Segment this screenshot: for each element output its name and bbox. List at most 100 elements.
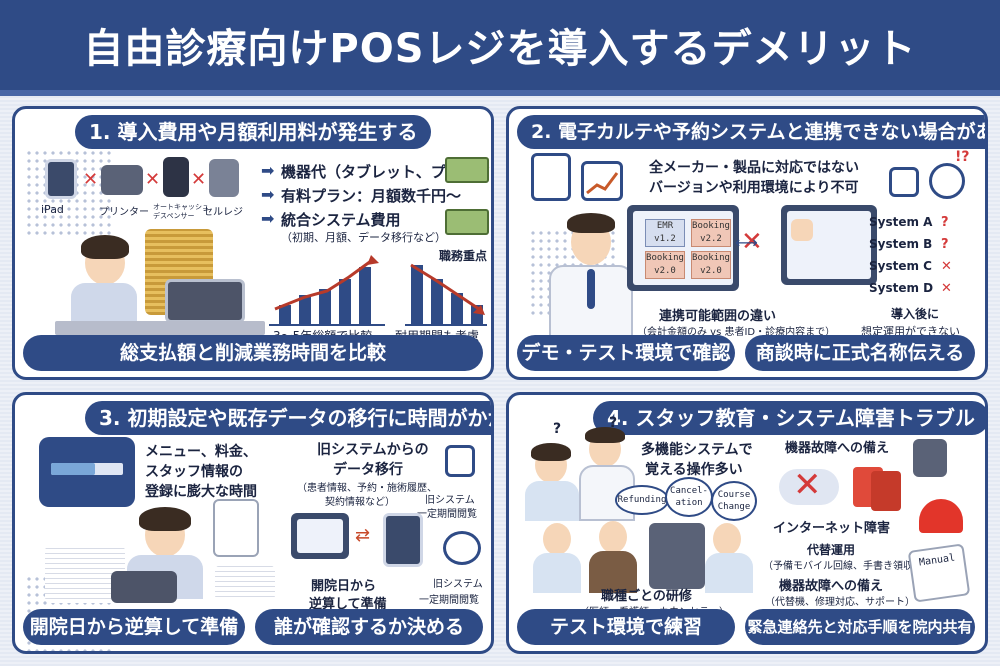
range-note: 連携可能範囲の違い: [659, 309, 777, 324]
device-label: セルレジ: [203, 207, 243, 218]
system-name: System B: [869, 237, 933, 251]
prepare-note: 開院日から: [311, 579, 377, 594]
person-hair: [139, 507, 191, 531]
device-label: iPad: [41, 203, 64, 216]
cost-item-detail: （初期、月額、データ移行など）: [281, 231, 446, 244]
hard-drive-icon: [913, 439, 947, 477]
after-note: 導入後に: [891, 307, 940, 321]
panel-heading: 2. 電子カルテや予約システムと連携できない場合がある: [517, 115, 985, 149]
panel-migration: 3. 初期設定や既存データの移行に時間がかかる メニュー、料金、 スタッフ情報の…: [12, 392, 494, 654]
system-mark: ?: [941, 215, 949, 230]
bubble-course-change: Course Change: [711, 481, 757, 521]
staff-head: [599, 521, 627, 553]
manual-icon: [907, 543, 971, 603]
failure-detail: （代替機、修理対応、サポート）: [765, 597, 915, 608]
staff-head: [543, 523, 571, 555]
patient-card-icon: [791, 219, 813, 241]
paper-stack: [215, 565, 275, 601]
system-name: System A: [869, 215, 933, 229]
system-mark: ✕: [941, 259, 952, 274]
system-mark: ?: [941, 237, 949, 252]
phone-icon: [871, 471, 901, 511]
system-name: System C: [869, 259, 932, 273]
footer-banner: 商談時に正式名称伝える: [745, 335, 975, 371]
arrow-right-icon: ➡: [261, 161, 275, 180]
money-icon: [445, 209, 489, 235]
nurse-hair: [531, 443, 571, 461]
ipad-icon: [45, 159, 77, 199]
person-hair: [81, 235, 129, 259]
system-tile: EMR v1.2: [645, 219, 685, 247]
archive-note: 一定期間閲覧: [419, 595, 479, 606]
emr-screen: [781, 205, 877, 285]
system-tile: Booking v2.0: [691, 251, 731, 279]
footer-banner: テスト環境で練習: [517, 609, 735, 645]
chart-note: 職務重点: [439, 249, 488, 263]
doctor-hair: [585, 427, 625, 443]
question-mark-icon: ?: [553, 421, 562, 437]
footer-banner: 緊急連絡先と対応手順を院内共有: [745, 609, 975, 645]
clipboard-icon: [531, 153, 571, 201]
progress-fill: [51, 463, 95, 475]
card-terminal-icon: [163, 157, 189, 197]
printer-icon: [101, 165, 143, 195]
arrow-right-icon: ➡: [261, 209, 275, 228]
disconnect-icon: ✕: [793, 465, 822, 505]
footer-banner: 開院日から逆算して準備: [23, 609, 245, 645]
panel-integration: 2. 電子カルテや予約システムと連携できない場合がある 全メーカー・製品に対応で…: [506, 106, 988, 380]
alarm-light-icon: [919, 499, 963, 533]
cost-item: 有料プラン：月額数千円〜: [281, 187, 462, 205]
bubble-refunding: Refunding: [615, 485, 669, 515]
arrow-right-icon: ➡: [261, 185, 275, 204]
link-arrow-icon: ⟷: [735, 233, 758, 252]
cost-trend-charts: [269, 255, 487, 326]
setup-note: メニュー、料金、: [145, 444, 257, 460]
doctor-hair: [567, 213, 615, 233]
trend-arrow-icon: [586, 172, 619, 195]
warning-note: 全メーカー・製品に対応ではない: [649, 160, 859, 176]
staff-head: [713, 523, 741, 555]
training-note: 職種ごとの研修: [601, 589, 692, 604]
staff-body: [705, 553, 753, 593]
cross-icon: ✕: [191, 169, 207, 190]
bubble-cancelation: Cancel- ation: [665, 477, 713, 517]
cross-icon: ✕: [83, 169, 99, 190]
growth-chart-icon: [581, 161, 623, 201]
training-note: 多機能システムで: [641, 442, 753, 458]
footer-banner: 誰が確認するか決める: [255, 609, 483, 645]
laptop-icon: [111, 571, 177, 603]
laptop-icon: [165, 279, 245, 323]
device-label: プリンター: [99, 207, 149, 218]
footer-banner: 総支払額と削減業務時間を比較: [23, 335, 483, 371]
calendar-icon: [445, 445, 475, 477]
training-note: 覚える操作多い: [645, 462, 743, 478]
desk: [55, 321, 265, 335]
panel-training: 4. スタッフ教育・システム障害トラブル ? ? 多機能システムで 覚える操作多…: [506, 392, 988, 654]
nurse-body: [525, 481, 579, 521]
staff-body: [589, 551, 637, 593]
kiosk-icon: [649, 523, 705, 589]
system-tile: Booking v2.2: [691, 219, 731, 247]
alert-mark: !?: [955, 149, 970, 165]
staff-body: [533, 553, 581, 593]
doc-icon: [443, 531, 481, 565]
cost-item: 機器代（タブレット、プリンターなど）: [281, 163, 491, 181]
warning-note: バージョンや利用環境により不可: [649, 180, 859, 196]
archive-note: 旧システム: [425, 495, 475, 506]
checklist-icon: [213, 499, 259, 557]
failure-note: インターネット障害: [773, 521, 891, 536]
failure-note: 機器故障への備え: [785, 441, 890, 456]
desktop-icon: [291, 513, 349, 559]
prepare-note: 逆算して準備: [309, 597, 387, 612]
panel-heading: 3. 初期設定や既存データの移行に時間がかかる: [85, 401, 491, 435]
migration-note: データ移行: [333, 462, 403, 478]
setup-note: 登録に膨大な時間: [145, 484, 257, 500]
panel-heading: 4. スタッフ教育・システム障害トラブル: [593, 401, 985, 435]
fallback-detail: （予備モバイル回線、手書き領収書）: [763, 561, 933, 572]
cross-icon: ✕: [145, 169, 161, 190]
question-mark-icon: ?: [609, 415, 618, 431]
system-mark: ✕: [941, 281, 952, 296]
migration-detail: （患者情報、予約・施術履歴、: [297, 483, 437, 494]
transfer-arrow-icon: ⇄: [355, 525, 371, 546]
system-name: System D: [869, 281, 934, 295]
